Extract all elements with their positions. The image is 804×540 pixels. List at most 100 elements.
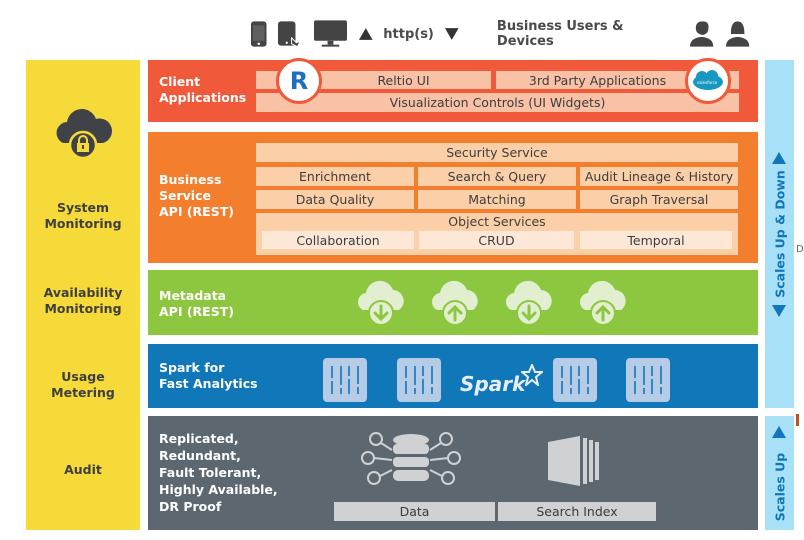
operations-sidebar: System Monitoring Availability Monitorin… bbox=[26, 60, 140, 530]
cloud-upload-icon bbox=[432, 280, 478, 326]
business-users-label: Business Users & Devices bbox=[496, 19, 624, 49]
title-line: Client bbox=[159, 74, 201, 89]
reltio-r-icon: R bbox=[289, 67, 309, 95]
database-network-icon bbox=[361, 432, 461, 485]
spark-logo: Spark bbox=[460, 364, 544, 396]
cloud-upload-icon bbox=[580, 280, 626, 326]
box-label: Visualization Controls (UI Widgets) bbox=[389, 95, 606, 110]
box-label: Security Service bbox=[446, 145, 548, 160]
title-line: Highly Available, bbox=[159, 482, 278, 497]
box-label: Data Quality bbox=[295, 192, 375, 207]
equalizer-icon bbox=[323, 358, 367, 402]
title-line: Replicated, bbox=[159, 431, 239, 446]
scales-up-bar: Scales Up bbox=[765, 416, 794, 530]
layer-title: Replicated, Redundant, Fault Tolerant, H… bbox=[159, 430, 278, 515]
title-line: Fast Analytics bbox=[159, 376, 258, 391]
search-index-icon bbox=[548, 436, 599, 486]
cloud-download-icon bbox=[506, 280, 552, 326]
label-line: Usage bbox=[61, 369, 105, 384]
title-line: Applications bbox=[159, 90, 247, 105]
scale-label: Scales Up bbox=[772, 452, 787, 521]
title-line: Fault Tolerant, bbox=[159, 465, 262, 480]
salesforce-logo: salesforce bbox=[685, 58, 731, 104]
label-line: System bbox=[56, 200, 110, 215]
reltio-logo: R bbox=[276, 58, 322, 104]
box-label: Object Services bbox=[448, 214, 546, 229]
title-line: DR Proof bbox=[159, 499, 222, 514]
stray-mark bbox=[796, 414, 799, 426]
box-label: Reltio UI bbox=[377, 72, 430, 88]
search-query-box: Search & Query bbox=[418, 167, 576, 186]
sidebar-item-availability-monitoring: Availability Monitoring bbox=[26, 285, 140, 317]
salesforce-cloud-icon bbox=[693, 70, 723, 90]
box-label: Search Index bbox=[536, 504, 618, 519]
box-label: CRUD bbox=[478, 232, 515, 248]
salesforce-text: salesforce bbox=[697, 80, 718, 85]
client-applications-layer: Client Applications Reltio UI 3rd Party … bbox=[148, 58, 758, 122]
audit-lineage-box: Audit Lineage & History bbox=[580, 167, 738, 186]
layer-title: Business Service API (REST) bbox=[159, 172, 234, 220]
security-service-box: Security Service bbox=[256, 143, 738, 162]
data-box: Data bbox=[334, 502, 495, 521]
box-label: Matching bbox=[468, 192, 526, 207]
title-line: Metadata bbox=[159, 288, 227, 303]
layer-title: Metadata API (REST) bbox=[159, 288, 234, 320]
metadata-api-layer: Metadata API (REST) bbox=[148, 270, 758, 335]
layer-title: Spark for Fast Analytics bbox=[159, 360, 258, 392]
box-label: Graph Traversal bbox=[609, 192, 709, 207]
stray-text: D bbox=[796, 244, 804, 255]
equalizer-icon bbox=[397, 358, 441, 402]
box-label: Audit Lineage & History bbox=[584, 169, 734, 184]
star-icon bbox=[521, 364, 544, 386]
mobile-phone-icon bbox=[250, 21, 267, 47]
label-line: Availability bbox=[43, 285, 123, 300]
box-label: 3rd Party Applications bbox=[528, 72, 667, 88]
cloud-lock-icon bbox=[56, 109, 112, 160]
label-line: Metering bbox=[51, 385, 115, 400]
box-label: Collaboration bbox=[296, 232, 380, 248]
search-index-box: Search Index bbox=[498, 502, 656, 521]
enrichment-box: Enrichment bbox=[256, 167, 414, 186]
equalizer-icon bbox=[553, 358, 597, 402]
scales-up-down-bar: Scales Up & Down bbox=[765, 60, 794, 408]
arrow-up-icon bbox=[358, 28, 373, 40]
title-line: Spark for bbox=[159, 360, 225, 375]
equalizer-icon bbox=[626, 358, 670, 402]
arrow-down-icon bbox=[772, 305, 786, 317]
graph-traversal-box: Graph Traversal bbox=[580, 190, 738, 209]
temporal-box: Temporal bbox=[580, 231, 732, 249]
storage-layer: Replicated, Redundant, Fault Tolerant, H… bbox=[148, 416, 758, 530]
business-service-api-layer: Business Service API (REST) Security Ser… bbox=[148, 132, 758, 263]
arrow-down-icon bbox=[444, 28, 459, 40]
box-label: Temporal bbox=[627, 232, 685, 248]
title-line: API (REST) bbox=[159, 304, 234, 319]
title-line: API (REST) bbox=[159, 204, 234, 219]
arrow-up-icon bbox=[772, 426, 786, 438]
box-label: Enrichment bbox=[299, 169, 371, 184]
matching-box: Matching bbox=[418, 190, 576, 209]
desktop-monitor-icon bbox=[313, 20, 347, 47]
box-label: Search & Query bbox=[447, 169, 547, 184]
spark-analytics-layer: Spark for Fast Analytics Spark bbox=[148, 344, 758, 408]
box-label: Data bbox=[399, 504, 430, 519]
sidebar-item-system-monitoring: System Monitoring bbox=[26, 200, 140, 232]
top-bar: http(s) Business Users & Devices bbox=[250, 14, 750, 54]
label-line: Audit bbox=[64, 462, 102, 477]
male-user-icon bbox=[690, 21, 714, 47]
title-line: Service bbox=[159, 188, 211, 203]
spark-logo-text: Spark bbox=[460, 372, 526, 396]
label-line: Monitoring bbox=[44, 216, 122, 231]
cloud-download-icon bbox=[358, 280, 404, 326]
protocol-label: http(s) bbox=[383, 26, 434, 42]
third-party-apps-box: 3rd Party Applications bbox=[496, 71, 739, 89]
scale-label: Scales Up & Down bbox=[772, 170, 787, 298]
tablet-touch-icon bbox=[278, 21, 302, 48]
arrow-up-icon bbox=[772, 152, 786, 164]
sidebar-item-audit: Audit bbox=[26, 462, 140, 478]
layer-title: Client Applications bbox=[159, 74, 246, 106]
collaboration-box: Collaboration bbox=[262, 231, 414, 249]
title-line: Redundant, bbox=[159, 448, 241, 463]
female-user-icon bbox=[725, 21, 750, 47]
data-quality-box: Data Quality bbox=[256, 190, 414, 209]
sidebar-item-usage-metering: Usage Metering bbox=[26, 369, 140, 401]
